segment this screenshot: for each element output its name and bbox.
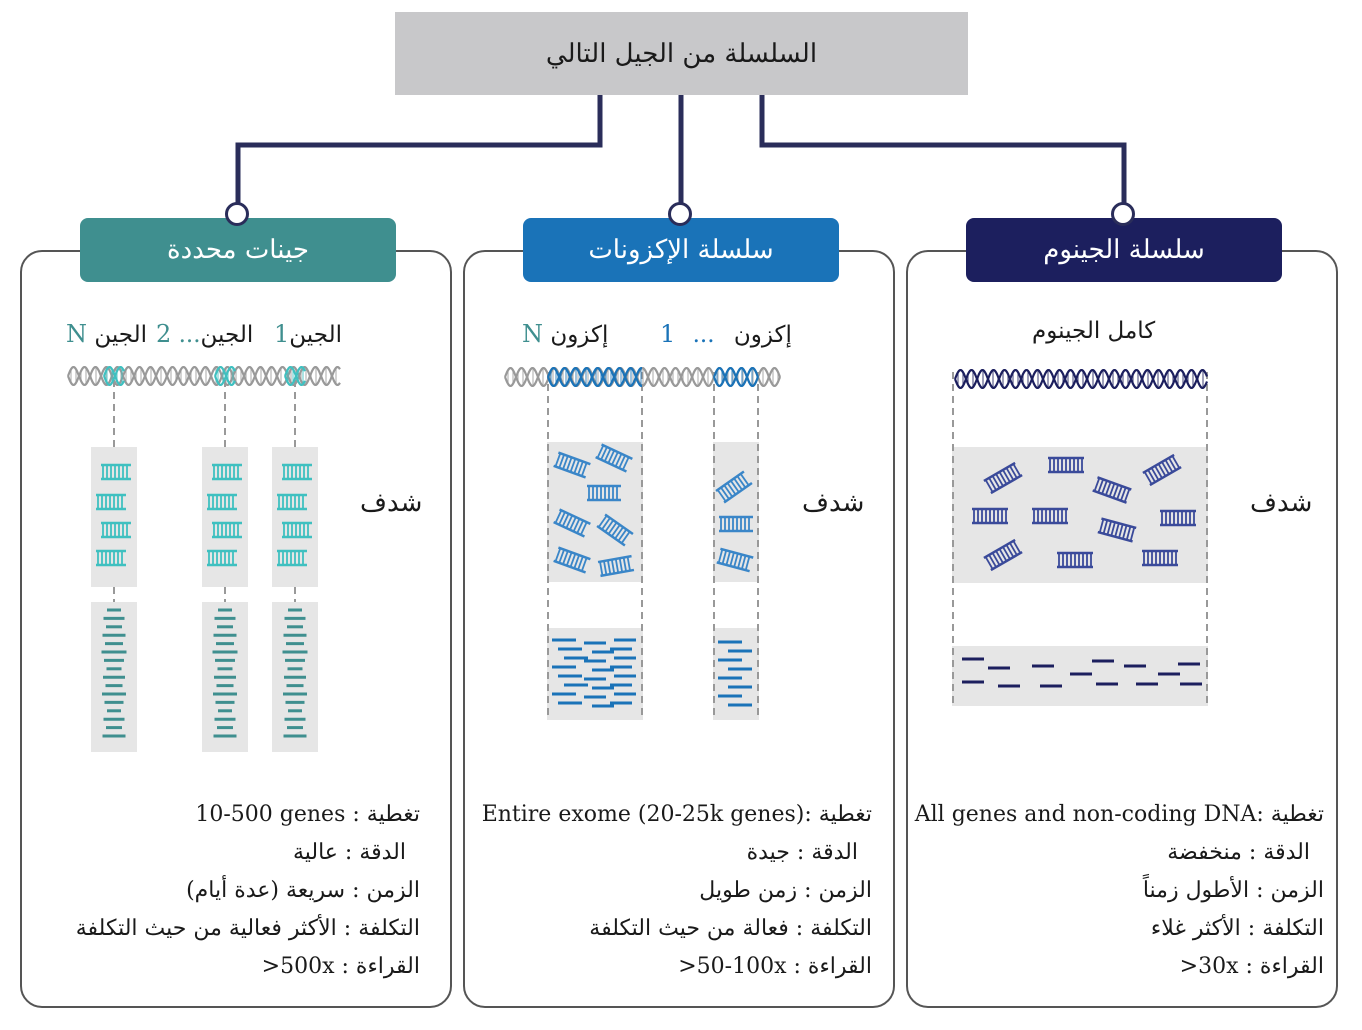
exome-fragment [553, 546, 591, 574]
root-title: السلسلة من الجيل التالي [545, 38, 818, 69]
genome-fragment [1092, 476, 1132, 504]
exome-accuracy: الدقة : جيدة [746, 840, 858, 865]
exome-coverage: تغطية :Entire exome (20-25k genes) [481, 802, 872, 827]
gene-label-1: الجين1 [274, 320, 342, 348]
header-targeted: جينات محددة [80, 218, 396, 282]
exome-fragment [553, 451, 591, 479]
genome-fragment [1142, 549, 1178, 567]
gene-2-dna-helix [213, 366, 236, 386]
targeted-reads: القراءة : >500x [261, 954, 420, 979]
targeted-accuracy: الدقة : عالية [292, 840, 406, 865]
targeted-coverage: تغطية : 10-500 genes [195, 802, 420, 827]
gene-label-n: الجين N [66, 320, 148, 348]
genome-fragment [1097, 517, 1137, 543]
targeted-stats: تغطية : 10-500 genes الدقة : عالية الزمن… [76, 796, 420, 986]
connector-knob-right [1111, 202, 1135, 226]
gene-1-dna-helix [283, 366, 306, 386]
exome1-dna-helix [546, 367, 642, 387]
targeted-fragment [101, 521, 131, 539]
genome-fragment [1048, 456, 1084, 474]
genome-fragment [1160, 509, 1196, 527]
genome-coverage: تغطية :All genes and non-coding DNA [914, 802, 1324, 827]
genome-region-label: كامل الجينوم [1032, 318, 1156, 344]
exome-fragment [587, 484, 621, 502]
exome-fragment [716, 547, 754, 573]
exome-reads: القراءة : >50-100x [678, 954, 872, 979]
genome-stats: تغطية :All genes and non-coding DNA الدق… [915, 796, 1324, 986]
genome-fragment [972, 507, 1008, 525]
exome-shred-label: شدف [802, 488, 865, 518]
genome-shred-label: شدف [1250, 488, 1313, 518]
exome-fragment [597, 554, 635, 578]
targeted-fragment [207, 549, 237, 567]
targeted-fragment [212, 521, 242, 539]
targeted-time: الزمن : سريعة (عدة أيام) [186, 878, 420, 903]
targeted-fragment [277, 493, 307, 511]
header-genome: سلسلة الجينوم [966, 218, 1282, 282]
targeted-fragment [282, 521, 312, 539]
exome-fragment [553, 508, 591, 538]
exome2-dna-helix [712, 367, 760, 387]
genome-reads: القراءة : >30x [1179, 954, 1324, 979]
exome-time: الزمن : زمن طويل [699, 878, 872, 903]
exome-label-n: إكزون N [522, 320, 609, 348]
connector-left [235, 95, 603, 208]
exome-fragment [596, 513, 634, 547]
targeted-fragment [282, 463, 312, 481]
connector-right [759, 95, 1127, 208]
genome-dna-helix [953, 369, 1209, 389]
targeted-fragment [96, 549, 126, 567]
targeted-shred-label: شدف [360, 488, 423, 518]
genome-accuracy: الدقة : منخفضة [1167, 840, 1310, 865]
targeted-fragment [207, 493, 237, 511]
gene-label-2: الجين... 2 [156, 320, 254, 348]
root-title-box: السلسلة من الجيل التالي [395, 12, 968, 95]
genome-time: الزمن : الأطول زمناً [1142, 878, 1324, 903]
panel-exome [463, 250, 895, 1008]
genome-fragment [1142, 453, 1182, 487]
genome-read-panel [952, 646, 1208, 706]
genome-fragment [1032, 507, 1068, 525]
targeted-fragment [277, 549, 307, 567]
genome-cost: التكلفة : الأكثر غلاء [1150, 916, 1324, 941]
genome-fragment [983, 461, 1023, 495]
header-exome: سلسلة الإكزونات [523, 218, 839, 282]
exome-cost: التكلفة : فعالة من حيث التكلفة [589, 916, 872, 941]
targeted-fragment [101, 463, 131, 481]
exome-stats: تغطية :Entire exome (20-25k genes) الدقة… [482, 796, 872, 986]
targeted-fragment [212, 463, 242, 481]
connector-knob-left [225, 202, 249, 226]
genome-fragment [1057, 551, 1093, 569]
gene-n-dna-helix [102, 366, 125, 386]
exome-fragment [595, 443, 633, 473]
targeted-cost: التكلفة : الأكثر فعالية من حيث التكلفة [75, 916, 420, 941]
targeted-fragment [96, 493, 126, 511]
exome-fragment [719, 515, 753, 533]
exome-fragment [715, 470, 753, 504]
connector-knob-center [668, 202, 692, 226]
exome-label-1: إكزون 1 ... [660, 320, 792, 348]
genome-fragment [983, 538, 1023, 572]
